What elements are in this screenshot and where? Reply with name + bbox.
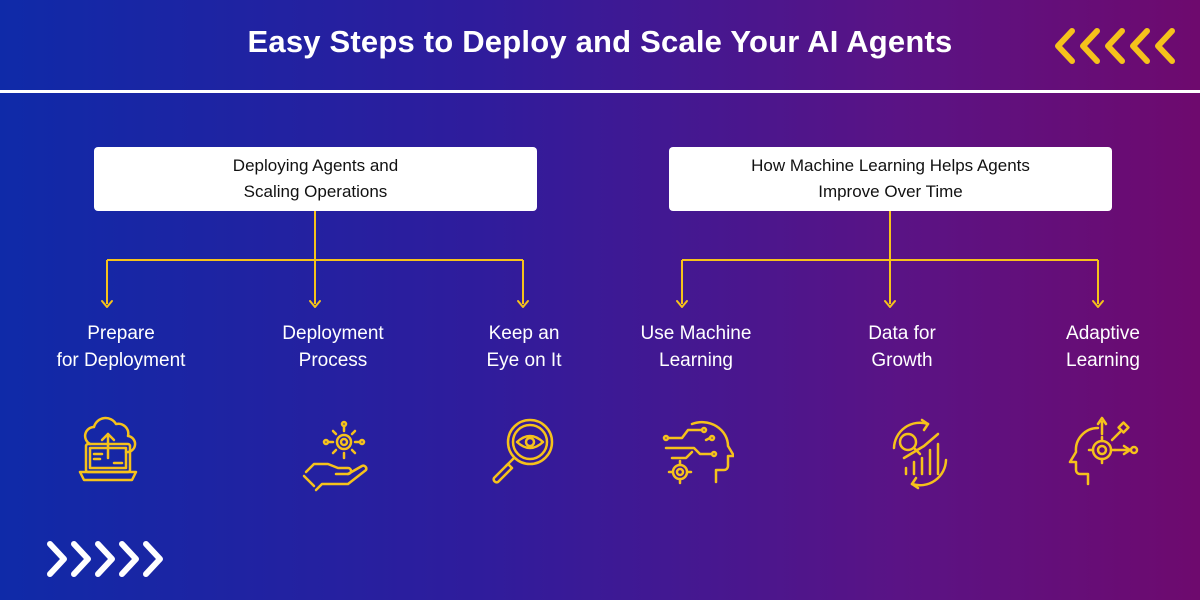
step-label-line1: Deployment (282, 323, 384, 344)
group-title-line2: Scaling Operations (243, 182, 388, 201)
group-title-line1: How Machine Learning Helps Agents (751, 156, 1030, 175)
ai-head-gear-icon (662, 420, 734, 485)
magnifier-eye-icon (492, 418, 554, 484)
group-title-line2: Improve Over Time (818, 182, 963, 201)
step-label-use-ml: Use Machine Learning (596, 320, 796, 374)
step-label-data-growth: Data for Growth (802, 320, 1002, 374)
step-label-line1: Data for (868, 323, 936, 344)
step-label-adaptive: Adaptive Learning (1003, 320, 1200, 374)
step-label-deployment-process: Deployment Process (233, 320, 433, 374)
step-label-line1: Use Machine (640, 323, 752, 344)
step-label-line2: Growth (871, 350, 933, 371)
page-title: Easy Steps to Deploy and Scale Your AI A… (247, 24, 953, 59)
group-title-line1: Deploying Agents and (232, 156, 399, 175)
chevrons-right-icon (47, 541, 163, 577)
step-label-line1: Keep an (488, 323, 560, 344)
chevrons-left-icon (1055, 28, 1175, 64)
cloud-laptop-upload-icon (78, 416, 138, 482)
step-label-line1: Prepare (87, 323, 155, 344)
step-label-line2: Learning (659, 350, 733, 371)
header-divider (0, 90, 1200, 93)
growth-chart-cycle-icon (892, 418, 948, 490)
hand-gear-icon (302, 420, 368, 492)
step-label-prepare: Prepare for Deployment (21, 320, 221, 374)
step-label-line2: Process (298, 350, 368, 371)
head-gear-arrows-icon (1068, 416, 1139, 486)
step-label-line2: Learning (1066, 350, 1140, 371)
step-label-keep-an-eye: Keep an Eye on It (424, 320, 624, 374)
step-label-line2: Eye on It (486, 350, 562, 371)
step-label-line1: Adaptive (1066, 323, 1140, 344)
group-box-machine-learning: How Machine Learning Helps Agents Improv… (669, 147, 1112, 211)
step-label-line2: for Deployment (56, 350, 186, 371)
group-box-deploying: Deploying Agents and Scaling Operations (94, 147, 537, 211)
